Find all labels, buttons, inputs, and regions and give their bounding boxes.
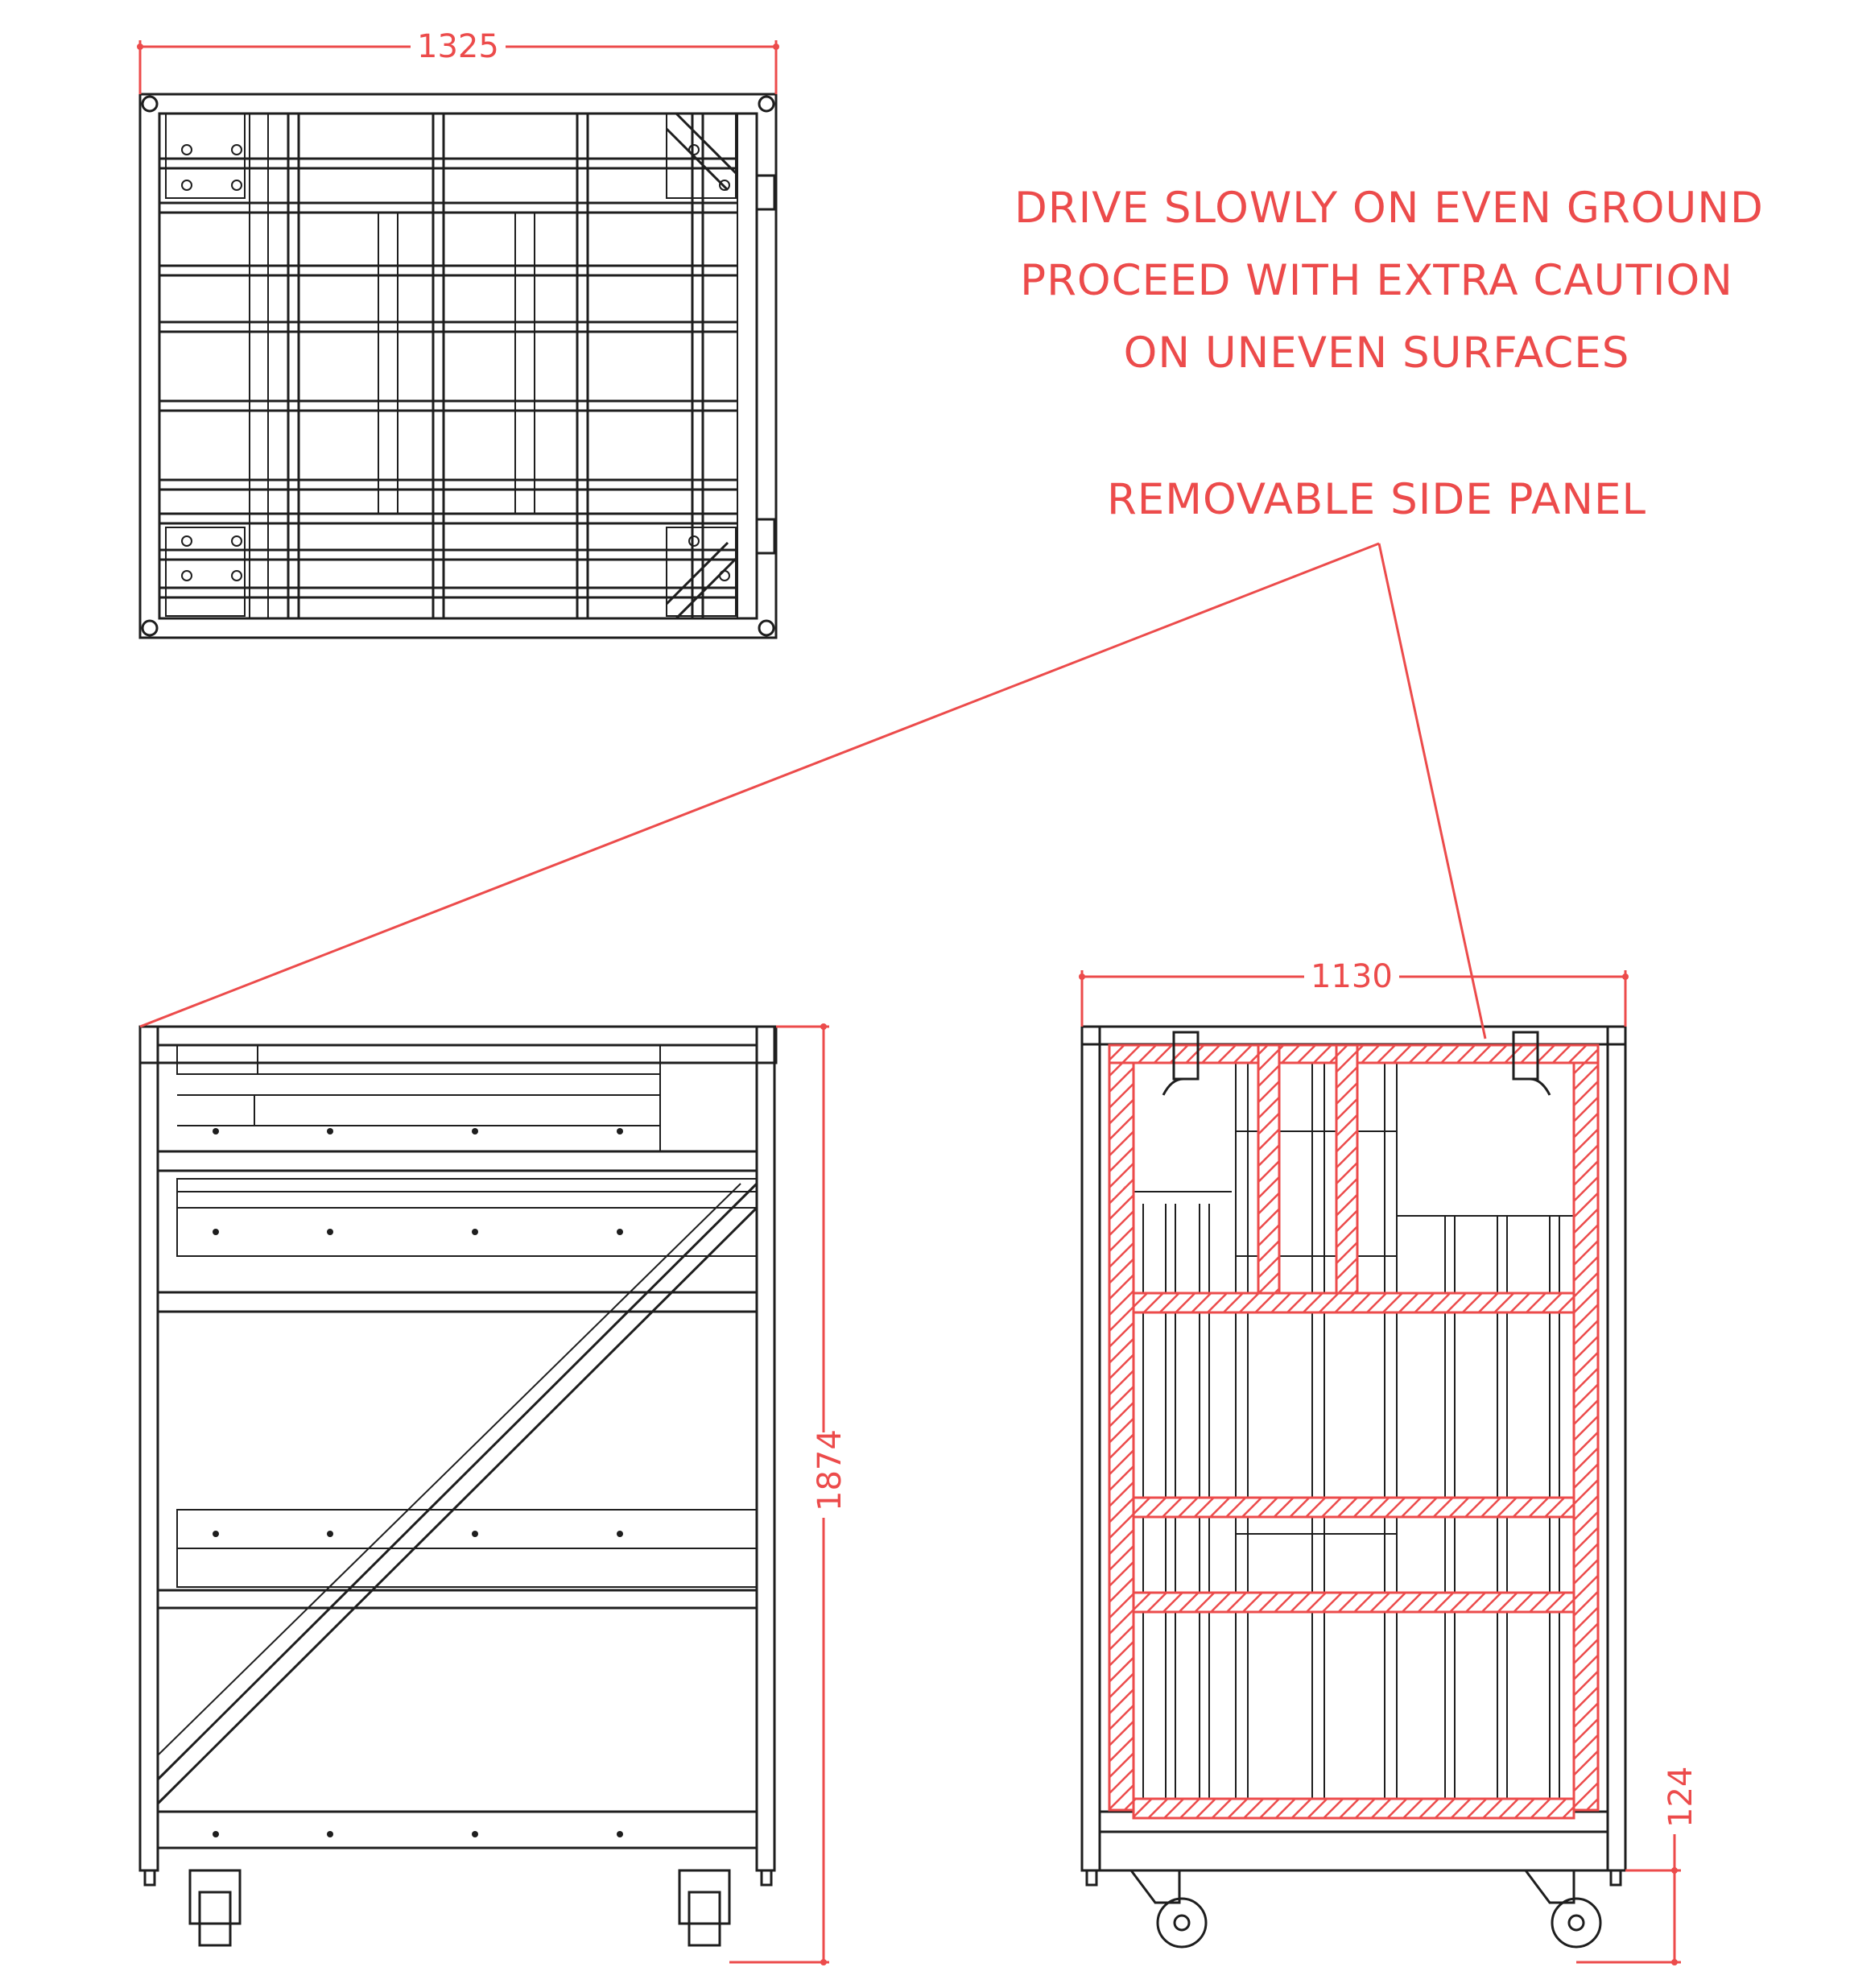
top-view [138,93,778,639]
side-bolt-dots [213,1128,623,1837]
note-proceed-caution: PROCEED WITH EXTRA CAUTION [1020,256,1733,305]
removable-side-panel [1108,1044,1600,1820]
note-uneven-surfaces: ON UNEVEN SURFACES [1123,329,1630,378]
dimension-side-height: 1874 [811,1429,849,1518]
side-view [138,1025,778,1947]
dimension-front-clearance: 124 [1662,1760,1699,1834]
front-view [1080,1025,1627,1949]
dimension-top-width: 1325 [411,29,506,64]
note-removable-side-panel: REMOVABLE SIDE PANEL [1106,475,1647,524]
panel-latches [1162,1031,1551,1096]
dimension-front-width: 1130 [1304,959,1399,994]
note-drive-slowly: DRIVE SLOWLY ON EVEN GROUND [1014,184,1764,233]
